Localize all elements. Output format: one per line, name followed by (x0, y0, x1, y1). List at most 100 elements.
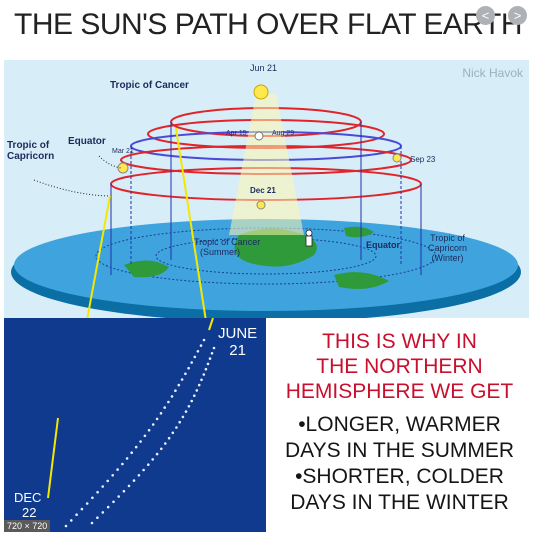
june-label-month: JUNE (218, 325, 258, 342)
sun-trail-dot (181, 415, 185, 419)
label-tropic-cancer-top: Tropic of Cancer (110, 80, 189, 91)
connector-dec (86, 195, 111, 318)
person-body (305, 235, 313, 247)
sun-mar21 (117, 162, 129, 174)
sun-trail-dot (121, 462, 124, 466)
sun-trail-dot (122, 489, 126, 493)
sun-trail-dot (151, 423, 155, 426)
label-jun21: Jun 21 (250, 63, 278, 73)
sun-trail-dot (125, 457, 129, 460)
sun-trail-dot (101, 485, 104, 488)
black-line-3: •SHORTER, COLDER (295, 465, 504, 488)
label-apr15: Apr 15 (226, 130, 247, 137)
next-image-button[interactable]: > (508, 6, 527, 25)
sun-trail-dot (180, 378, 184, 381)
sun-trail-dot (96, 516, 99, 519)
sun-trail-dot (151, 458, 154, 461)
sun-trail-dot (137, 474, 141, 477)
sun-trail-dot (190, 399, 193, 403)
sun-trail-dot (190, 361, 193, 364)
page-title: THE SUN'S PATH OVER FLAT EARTH (14, 8, 523, 41)
sun-apr15 (254, 131, 264, 141)
connector-june-end (208, 318, 214, 331)
dec-label-month: DEC (14, 490, 42, 505)
sun-trail-dot (202, 338, 206, 342)
sun-trail-dot (202, 373, 206, 376)
sun-trail-dot (195, 389, 199, 392)
sun-trail-dot (193, 355, 197, 359)
landmass-right (334, 272, 389, 289)
sun-trail-dot (106, 479, 109, 483)
connector-june (175, 127, 207, 318)
sun-trail-dot (196, 350, 200, 353)
black-text: •LONGER, WARMER DAYS IN THE SUMMER •SHOR… (266, 404, 533, 516)
sun-trail-dot (199, 344, 203, 347)
label-tropic-capricorn-map-line3: (Winter) (431, 253, 464, 263)
sun-trail-dot (197, 383, 201, 387)
landmass-left (124, 260, 169, 278)
label-tropic-capricorn-map-line1: Tropic of (430, 233, 465, 243)
sun-trail-dot (142, 468, 145, 472)
sun-trail (64, 338, 216, 528)
sun-trail-dot (204, 367, 208, 371)
previous-image-button[interactable]: < (476, 6, 495, 25)
sun-trail-dot (117, 495, 120, 498)
black-line-2: DAYS IN THE SUMMER (284, 439, 515, 462)
landmass-top (344, 226, 374, 238)
landmass-center (234, 228, 317, 267)
dec-label: DEC 22 (14, 490, 41, 520)
sun-trail-dot (200, 378, 203, 382)
sun-trail-dot (212, 346, 216, 350)
label-sep23: Sep 23 (410, 155, 436, 164)
pointer-capricorn (33, 179, 110, 197)
sun-trail-dot (96, 490, 99, 494)
label-equator-top: Equator (68, 136, 106, 147)
june-label: JUNE 21 (218, 325, 257, 359)
sun-trail-dot (193, 394, 196, 397)
sun-trail-dot (210, 352, 214, 355)
title-bar: THE SUN'S PATH OVER FLAT EARTH < > (0, 0, 533, 58)
sun-trail-dot (132, 479, 136, 482)
label-tropic-cancer-map: Tropic of Cancer (Summer) (194, 237, 260, 257)
red-line-3: HEMISPHERE WE GET (285, 380, 514, 403)
pointer-equator (98, 155, 122, 169)
sun-trail-dot (184, 372, 187, 376)
diagram-artwork (11, 84, 521, 318)
black-line-4: DAYS IN THE WINTER (290, 491, 509, 514)
sun-trail-dot (155, 417, 159, 421)
label-aug29: Aug 29 (272, 130, 295, 137)
person-head (305, 229, 313, 237)
sun-trail-dot (160, 447, 163, 451)
label-equator-map: Equator (366, 240, 401, 250)
sun-trail-dot (64, 524, 68, 528)
label-dec21: Dec 21 (250, 186, 276, 195)
label-tropic-capricorn-map: Tropic of Capricorn (Winter) (428, 233, 467, 263)
label-tropic-capricorn-map-line2: Capricorn (428, 243, 468, 253)
sun-dec21 (256, 200, 266, 210)
sun-trail-dot (130, 451, 133, 454)
sun-trail-dot (184, 410, 188, 413)
sun-trail-dot (170, 395, 174, 398)
sun-trail-dot (178, 420, 181, 424)
sun-trail-artwork (47, 318, 216, 528)
sun-trail-dot (80, 507, 84, 511)
dec-label-day: 22 (22, 505, 37, 520)
image-size-badge: 720 × 720 (4, 520, 51, 532)
label-mar21: Mar 21 (112, 148, 134, 155)
sky-photo: JUNE 21 DEC 22 720 × 720 (4, 318, 266, 532)
sun-sep23 (392, 153, 402, 163)
sun-trail-dot (187, 405, 191, 408)
sun-trail-dot (127, 484, 131, 488)
sun-trail-dot (134, 445, 138, 449)
sun-trail-dot (106, 505, 110, 509)
sun-trail-dot (70, 519, 73, 522)
sun-trail-dot (177, 383, 181, 387)
red-line-2: THE NORTHERN (316, 355, 483, 378)
author-credit: Nick Havok (462, 66, 523, 80)
label-tropic-capricorn-top: Tropic of Capricorn (7, 140, 55, 162)
june-label-day: 21 (229, 342, 246, 359)
sun-trail-dot (111, 474, 114, 477)
sun-trail-dot (187, 366, 190, 370)
black-line-1: •LONGER, WARMER (298, 413, 501, 436)
sun-trail-dot (175, 426, 178, 429)
